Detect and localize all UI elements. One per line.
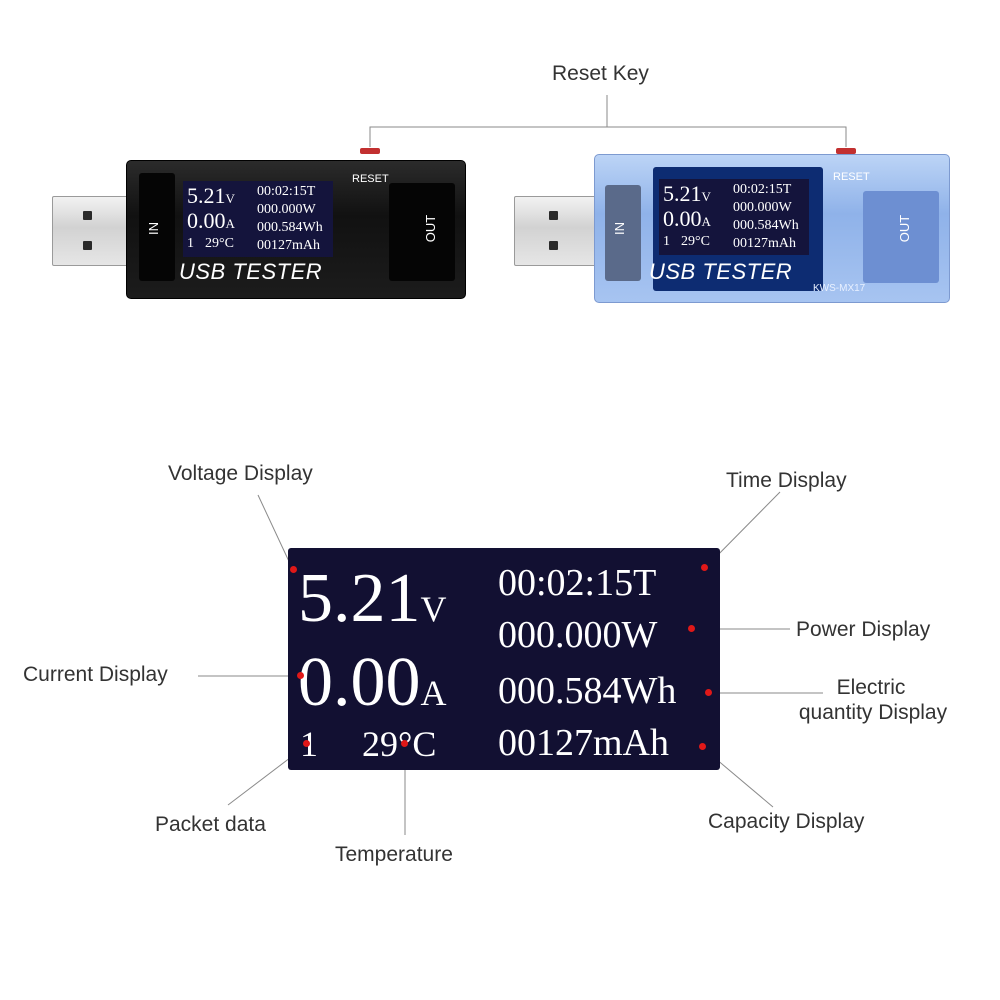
usb-tester-black: IN OUT RESET 5.21V 0.00A 1 29°C 00:02:15… <box>126 160 466 299</box>
current-callout: Current Display <box>23 663 168 686</box>
time-callout: Time Display <box>726 469 847 492</box>
in-label: IN <box>146 222 161 235</box>
capacity-readout: 00127mAh <box>498 722 669 764</box>
energy-readout: 000.584Wh <box>498 670 677 712</box>
voltage-dot <box>290 566 297 573</box>
reset-button-blue[interactable] <box>836 148 856 154</box>
out-label: OUT <box>423 214 439 243</box>
electric-dot <box>705 689 712 696</box>
power-dot <box>688 625 695 632</box>
brand-label: USB TESTER <box>649 259 793 284</box>
usb-plug-blue <box>514 196 600 266</box>
electric-callout-line2: quantity Display <box>798 701 948 724</box>
reset-key-label: Reset Key <box>552 62 649 85</box>
electric-callout-line1: Electric <box>836 676 906 699</box>
reset-button-black[interactable] <box>360 148 380 154</box>
voltage-callout: Voltage Display <box>168 462 313 485</box>
usb-plug-black <box>52 196 130 266</box>
screen-blue: 5.21V 0.00A 1 29°C 00:02:15T 000.000W 00… <box>659 179 809 255</box>
model-label: KWS-MX17 <box>813 283 866 294</box>
voltage-readout: 5.21V <box>298 560 447 637</box>
time-readout: 00:02:15T <box>498 562 657 604</box>
packet-callout: Packet data <box>155 813 266 836</box>
capacity-callout: Capacity Display <box>708 810 865 833</box>
reset-label: RESET <box>352 173 389 185</box>
current-dot <box>297 672 304 679</box>
out-label: OUT <box>897 214 913 243</box>
screen-black: 5.21V 0.00A 1 29°C 00:02:15T 000.000W 00… <box>183 181 333 257</box>
lcd-closeup: 5.21V 0.00A 1 29°C 00:02:15T 000.000W 00… <box>288 548 720 770</box>
reset-label: RESET <box>833 171 870 183</box>
packet-dot <box>303 740 310 747</box>
in-label: IN <box>612 222 627 235</box>
current-readout: 0.00A <box>298 644 447 721</box>
time-dot <box>701 564 708 571</box>
power-readout: 000.000W <box>498 614 658 656</box>
temperature-callout: Temperature <box>335 843 453 866</box>
usb-tester-blue: IN OUT RESET 5.21V 0.00A 1 29°C 00:02:15… <box>594 154 950 303</box>
power-callout: Power Display <box>796 618 931 641</box>
temperature-readout: 29°C <box>362 724 437 764</box>
temperature-dot <box>401 740 408 747</box>
capacity-dot <box>699 743 706 750</box>
brand-label: USB TESTER <box>179 259 323 284</box>
